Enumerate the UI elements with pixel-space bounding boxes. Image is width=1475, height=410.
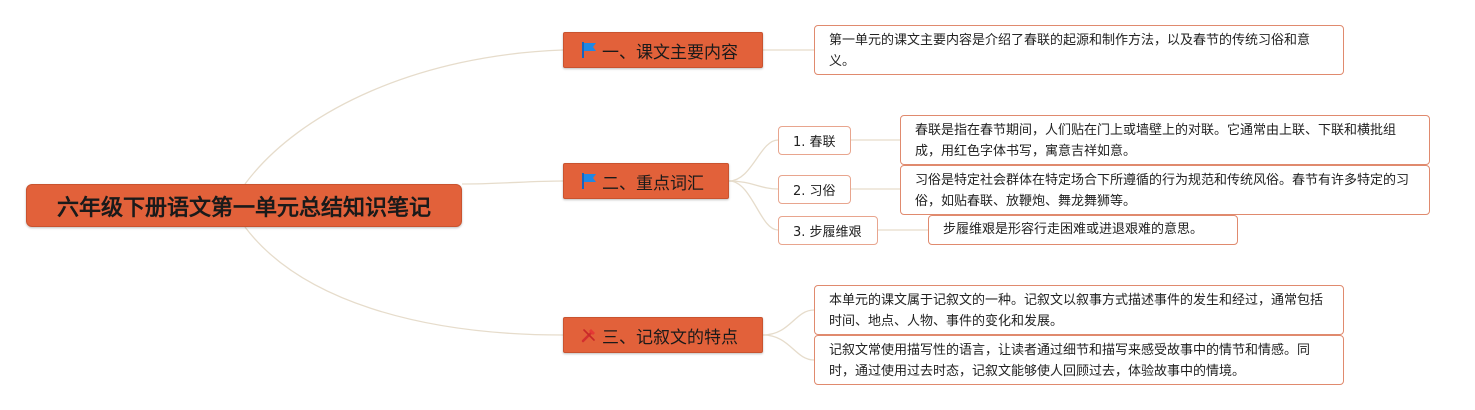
red-tools-icon <box>580 326 598 344</box>
branch-label: 二、重点词汇 <box>602 173 704 194</box>
note-bulvweijian[interactable]: 步履维艰是形容行走困难或进退艰难的意思。 <box>928 215 1238 245</box>
link-branch-3-note-2 <box>762 334 815 361</box>
vocab-label: 3. 步履维艰 <box>793 225 862 240</box>
branch-narrative-features[interactable]: 三、记叙文的特点 <box>563 317 763 353</box>
note-text: 步履维艰是形容行走困难或进退艰难的意思。 <box>943 222 1204 237</box>
note-narrative-1[interactable]: 本单元的课文属于记叙文的一种。记叙文以叙事方式描述事件的发生和经过，通常包括时间… <box>814 285 1344 335</box>
blue-flag-icon <box>580 172 598 190</box>
note-text: 习俗是特定社会群体在特定场合下所遵循的行为规范和传统风俗。春节有许多特定的习俗，… <box>915 173 1410 209</box>
branch-main-content[interactable]: 一、课文主要内容 <box>563 32 763 68</box>
blue-flag-icon <box>580 41 598 59</box>
note-xisu[interactable]: 习俗是特定社会群体在特定场合下所遵循的行为规范和传统风俗。春节有许多特定的习俗，… <box>900 165 1430 215</box>
note-text: 春联是指在春节期间，人们贴在门上或墙壁上的对联。它通常由上联、下联和横批组成，用… <box>915 123 1397 159</box>
link-root-branch-3 <box>244 226 564 336</box>
note-main-content[interactable]: 第一单元的课文主要内容是介绍了春联的起源和制作方法，以及春节的传统习俗和意义。 <box>814 25 1344 75</box>
note-text: 本单元的课文属于记叙文的一种。记叙文以叙事方式描述事件的发生和经过，通常包括时间… <box>829 293 1324 329</box>
link-root-branch-1 <box>244 49 564 185</box>
root-title: 六年级下册语文第一单元总结知识笔记 <box>56 195 431 221</box>
note-narrative-2[interactable]: 记叙文常使用描写性的语言，让读者通过细节和描写来感受故事中的情节和情感。同时，通… <box>814 335 1344 385</box>
note-text: 记叙文常使用描写性的语言，让读者通过细节和描写来感受故事中的情节和情感。同时，通… <box>829 343 1311 379</box>
link-branch-3-note-1 <box>762 309 815 336</box>
note-text: 第一单元的课文主要内容是介绍了春联的起源和制作方法，以及春节的传统习俗和意义。 <box>829 33 1311 69</box>
link-root-branch-2 <box>461 180 564 185</box>
branch-label: 三、记叙文的特点 <box>602 327 738 348</box>
root-topic[interactable]: 六年级下册语文第一单元总结知识笔记 <box>26 184 462 227</box>
vocab-item-bulvweijian[interactable]: 3. 步履维艰 <box>778 216 878 245</box>
vocab-label: 1. 春联 <box>793 135 836 150</box>
branch-label: 一、课文主要内容 <box>602 42 738 63</box>
vocab-item-chunlian[interactable]: 1. 春联 <box>778 126 851 155</box>
vocab-item-xisu[interactable]: 2. 习俗 <box>778 175 851 204</box>
link-branch-2-item-1 <box>728 139 779 182</box>
vocab-label: 2. 习俗 <box>793 184 836 199</box>
branch-key-vocabulary[interactable]: 二、重点词汇 <box>563 163 729 199</box>
link-branch-2-item-3 <box>728 180 779 231</box>
link-branch-2-item-2 <box>728 180 779 190</box>
note-chunlian[interactable]: 春联是指在春节期间，人们贴在门上或墙壁上的对联。它通常由上联、下联和横批组成，用… <box>900 115 1430 165</box>
